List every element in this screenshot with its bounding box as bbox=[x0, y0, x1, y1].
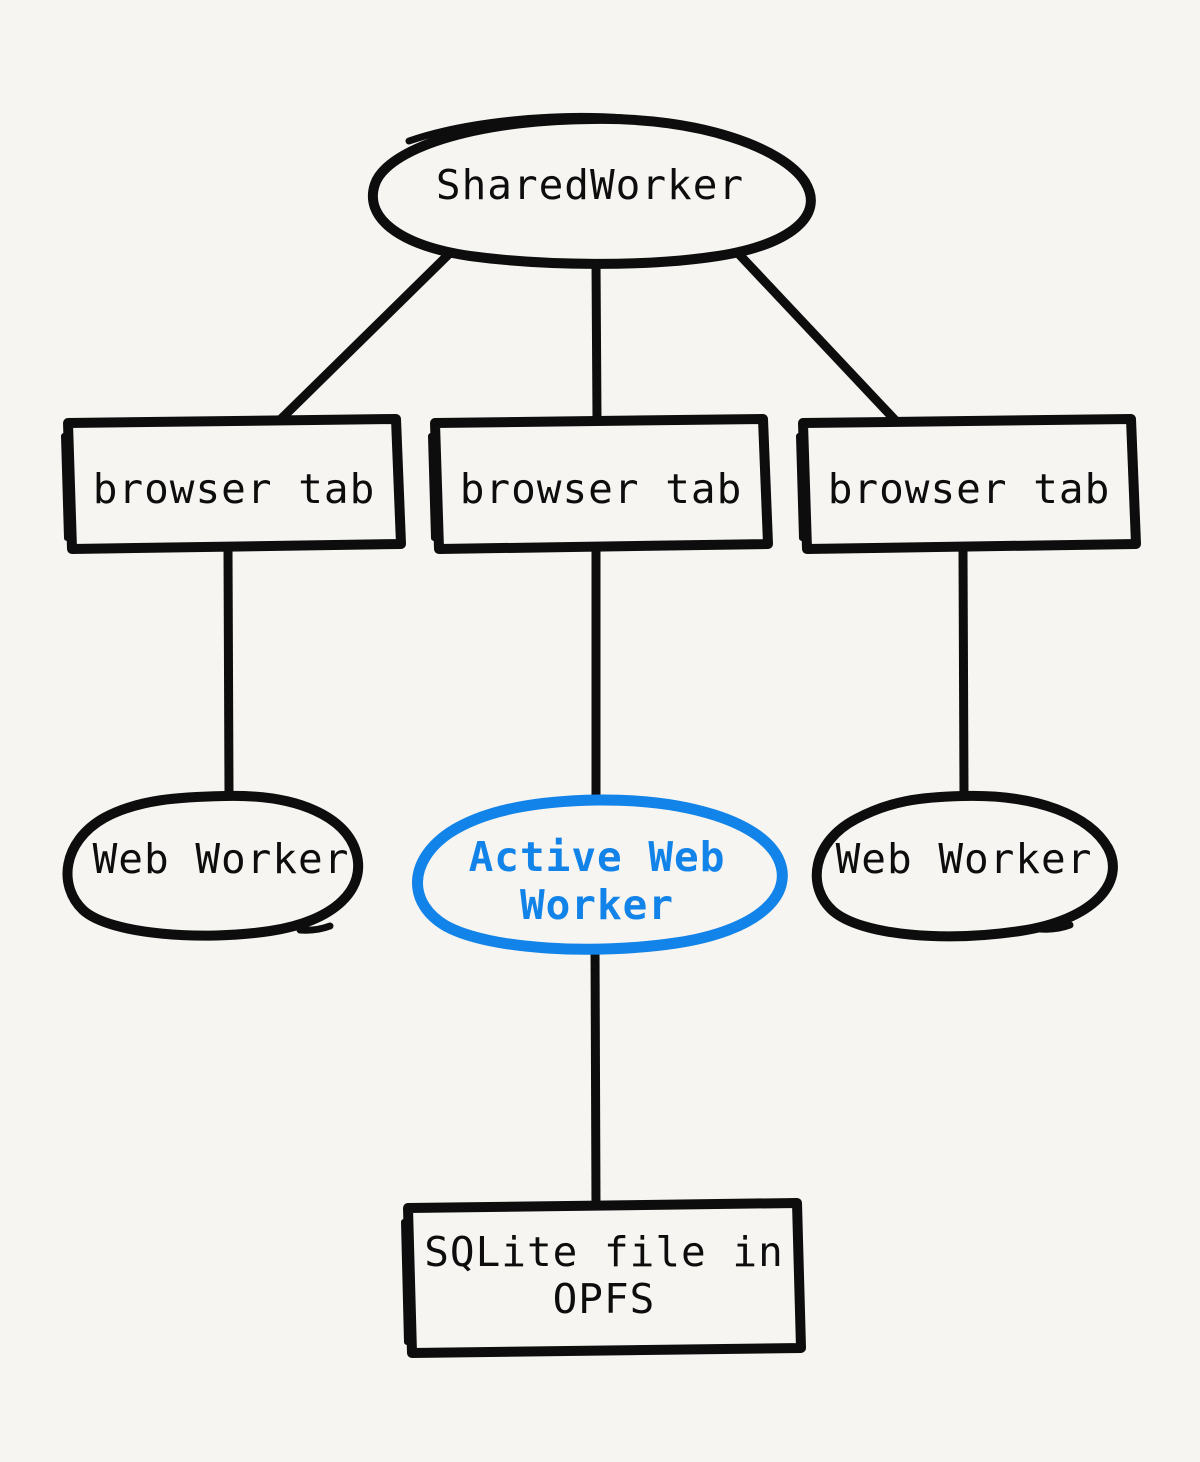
active-web-worker-label-line-2: Worker bbox=[520, 881, 674, 929]
web-worker-left-ellipse-outline bbox=[62, 790, 364, 941]
browser-tab-left-rect-sketch-pass bbox=[61, 433, 70, 541]
web-worker-left-label: Web Worker bbox=[93, 835, 350, 883]
active-web-worker-ellipse-outline bbox=[412, 794, 788, 955]
node-active-web-worker[interactable]: Active Web Worker bbox=[412, 794, 788, 955]
web-worker-right-label: Web Worker bbox=[836, 835, 1093, 883]
web-worker-right-ellipse-outline bbox=[811, 790, 1118, 942]
shared-worker-label: SharedWorker bbox=[436, 161, 744, 209]
browser-tab-center-rect-sketch-pass bbox=[428, 433, 437, 541]
node-browser-tab-left[interactable]: browser tab bbox=[61, 414, 406, 554]
browser-tab-left-label: browser tab bbox=[93, 465, 376, 513]
node-web-worker-left[interactable]: Web Worker bbox=[62, 790, 364, 941]
browser-tab-left-rect-outline bbox=[63, 414, 406, 554]
browser-tab-center-label: browser tab bbox=[460, 465, 743, 513]
sqlite-file-label-line-1: SQLite file in bbox=[424, 1228, 784, 1276]
node-browser-tab-right[interactable]: browser tab bbox=[796, 414, 1141, 554]
edge-sharedworker-tab-right bbox=[731, 246, 899, 424]
edge-sharedworker-tab-left bbox=[276, 247, 456, 424]
edge-active-sqlite bbox=[590, 943, 601, 1208]
edge-group bbox=[223, 246, 969, 1208]
edge-sharedworker-tab-center bbox=[591, 261, 602, 420]
edge-tab-right-worker-right bbox=[958, 548, 969, 796]
node-web-worker-right[interactable]: Web Worker bbox=[811, 790, 1118, 942]
browser-tab-right-label: browser tab bbox=[828, 465, 1111, 513]
web-worker-right-ellipse-sketch-pass bbox=[1036, 921, 1074, 933]
shared-worker-ellipse-outline bbox=[367, 113, 816, 269]
browser-tab-right-rect-outline bbox=[798, 414, 1141, 554]
shared-worker-ellipse-sketch-pass bbox=[405, 112, 628, 145]
node-shared-worker[interactable]: SharedWorker bbox=[367, 112, 816, 269]
web-worker-left-ellipse-sketch-pass bbox=[296, 922, 334, 934]
node-sqlite-file[interactable]: SQLite file in OPFS bbox=[401, 1198, 806, 1358]
browser-tab-right-rect-sketch-pass bbox=[796, 433, 805, 541]
sqlite-file-rect-sketch-pass bbox=[401, 1219, 410, 1345]
sqlite-file-label-line-2: OPFS bbox=[553, 1275, 656, 1323]
node-browser-tab-center[interactable]: browser tab bbox=[428, 414, 773, 554]
browser-tab-center-rect-outline bbox=[430, 414, 773, 554]
active-web-worker-label-line-1: Active Web bbox=[469, 833, 726, 881]
edge-tab-left-worker-left bbox=[223, 548, 234, 796]
sqlite-file-rect-outline bbox=[403, 1198, 806, 1358]
